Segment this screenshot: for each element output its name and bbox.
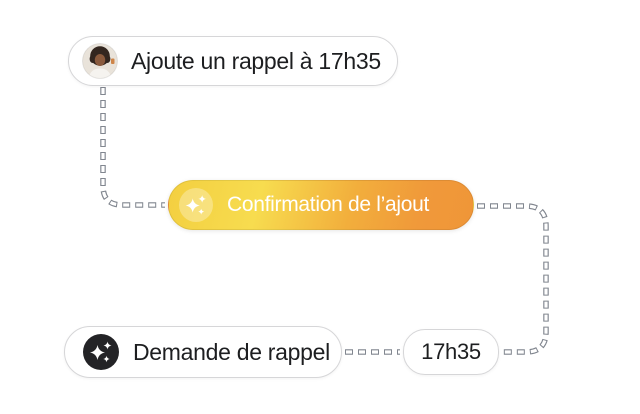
node-confirmation-label: Confirmation de l’ajout (227, 193, 430, 216)
node-time-label: 17h35 (421, 339, 481, 364)
sparkles-icon (83, 334, 119, 370)
sparkles-icon (179, 188, 213, 222)
connector-user-to-confirmation (100, 87, 165, 208)
node-reminder-request-label: Demande de rappel (133, 338, 330, 365)
node-user-request[interactable]: Ajoute un rappel à 17h35 (68, 36, 398, 86)
node-user-request-label: Ajoute un rappel à 17h35 (131, 47, 381, 74)
node-time[interactable]: 17h35 (403, 329, 499, 375)
node-reminder-request[interactable]: Demande de rappel (64, 326, 342, 378)
user-avatar (82, 43, 118, 79)
node-confirmation[interactable]: Confirmation de l’ajout (168, 180, 474, 230)
connector-confirmation-to-time (477, 203, 549, 355)
